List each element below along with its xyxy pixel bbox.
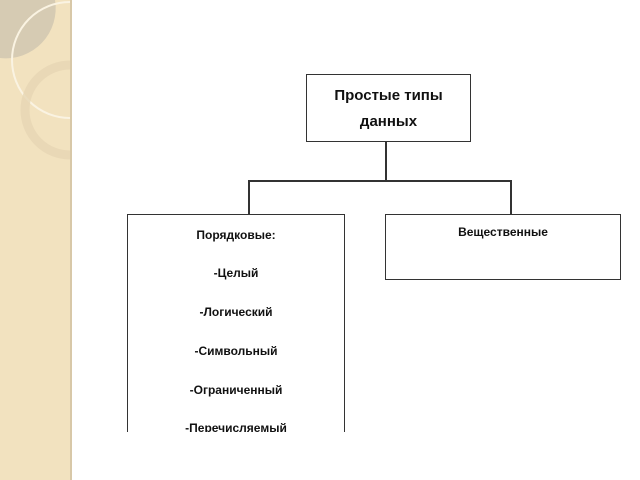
connector-horizontal	[248, 180, 511, 182]
connector-right	[510, 180, 512, 215]
circles-decoration-icon	[0, 0, 70, 160]
connector-left	[248, 180, 250, 215]
ordinal-item: -Перечисляемый	[185, 421, 287, 432]
ordinal-title: Порядковые:	[196, 228, 276, 242]
decorative-sidebar	[0, 0, 72, 480]
root-line-1: Простые типы	[334, 87, 443, 104]
ordinal-node: Порядковые: -Целый -Логический -Символьн…	[127, 214, 345, 432]
connector-root	[385, 141, 387, 181]
ordinal-item: -Ограниченный	[189, 383, 283, 397]
real-node: Вещественные	[385, 214, 621, 280]
ordinal-item: -Символьный	[194, 344, 278, 358]
diagram: Простые типы данных Порядковые: -Целый -…	[127, 74, 621, 432]
ordinal-item: -Логический	[199, 305, 273, 319]
root-line-2: данных	[359, 113, 418, 130]
real-title: Вещественные	[458, 225, 548, 239]
root-node: Простые типы данных	[306, 74, 471, 142]
ordinal-item: -Целый	[213, 266, 259, 280]
